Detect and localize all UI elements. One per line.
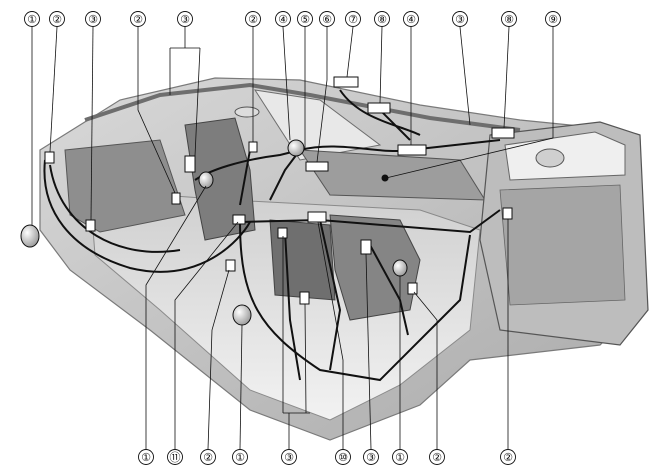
- sensor-rear-floor: [225, 259, 236, 272]
- windshield: [253, 89, 382, 161]
- svg-text:②: ②: [52, 13, 62, 26]
- svg-text:③: ③: [455, 13, 465, 26]
- sensor-rear-pillar: [44, 151, 55, 164]
- top-callout-7: ④: [275, 11, 291, 27]
- top-callout-10: ⑦: [345, 11, 361, 27]
- top-callout-8: ⑤: [297, 11, 313, 27]
- top-callout-11: ⑧: [374, 11, 390, 27]
- svg-text:③: ③: [366, 451, 376, 464]
- svg-text:②: ②: [432, 451, 442, 464]
- svg-text:①: ①: [235, 451, 245, 464]
- bottom-callout-1: ①: [138, 449, 154, 465]
- sensor-door-lower: [407, 282, 418, 295]
- sensor-seat-left: [171, 192, 181, 205]
- bottom-callout-4: ①: [232, 449, 248, 465]
- sensor-front-seat-right: [360, 239, 372, 255]
- top-callout-1: ①: [24, 11, 40, 27]
- svg-text:①: ①: [141, 451, 151, 464]
- svg-text:⑧: ⑧: [377, 13, 387, 26]
- top-callout-14: ⑧: [501, 11, 517, 27]
- bottom-callout-2: ⑪: [167, 449, 183, 465]
- svg-text:⑤: ⑤: [300, 13, 310, 26]
- svg-text:②: ②: [503, 451, 513, 464]
- vehicle-body: [39, 77, 649, 441]
- sensor-seat-front: [299, 291, 310, 305]
- bottom-callout-5: ③: [281, 449, 297, 465]
- airbag-module-front-seat: [198, 171, 214, 189]
- bottom-callout-8: ①: [392, 449, 408, 465]
- airbag-module-rear-left: [20, 224, 40, 248]
- svg-text:③: ③: [88, 13, 98, 26]
- sensor-roof-front: [248, 141, 258, 153]
- components: [20, 76, 515, 326]
- top-callout-5: ③: [177, 11, 193, 27]
- svg-text:④: ④: [406, 13, 416, 26]
- module-header-right: [491, 127, 515, 139]
- svg-text:①: ①: [27, 13, 37, 26]
- front-seat-left: [184, 117, 256, 241]
- svg-text:③: ③: [180, 13, 190, 26]
- top-callout-13: ③: [452, 11, 468, 27]
- svg-text:④: ④: [278, 13, 288, 26]
- top-callout-3: ③: [85, 11, 101, 27]
- bottom-callout-6: ⑩: [335, 449, 351, 465]
- door-window: [504, 131, 626, 181]
- rear-seat: [64, 139, 186, 233]
- control-unit-center: [307, 211, 327, 223]
- svg-text:⑩: ⑩: [338, 451, 348, 464]
- module-dash-center: [397, 144, 427, 156]
- door-panel: [499, 184, 626, 306]
- top-leader-lines: [31, 26, 554, 225]
- bottom-callout-7: ③: [363, 449, 379, 465]
- svg-text:③: ③: [284, 451, 294, 464]
- airbag-module-passenger: [287, 139, 305, 157]
- sensor-rear-left: [85, 219, 96, 232]
- bottom-callout-10: ②: [500, 449, 516, 465]
- bottom-callout-3: ②: [200, 449, 216, 465]
- sensor-dash-point: [381, 174, 389, 182]
- top-callouts: ① ② ③ ② ③ ② ④ ⑤ ⑥ ⑦ ⑧ ④ ③ ⑧ ⑨: [24, 11, 561, 27]
- wiring-harness: [43, 89, 501, 382]
- svg-text:②: ②: [203, 451, 213, 464]
- svg-text:⑨: ⑨: [548, 13, 558, 26]
- svg-text:②: ②: [248, 13, 258, 26]
- svg-text:②: ②: [133, 13, 143, 26]
- svg-text:⑧: ⑧: [504, 13, 514, 26]
- airbag-module-door: [392, 259, 408, 277]
- svg-text:①: ①: [395, 451, 405, 464]
- svg-text:⑦: ⑦: [348, 13, 358, 26]
- svg-text:⑥: ⑥: [322, 13, 332, 26]
- top-callout-12: ④: [403, 11, 419, 27]
- top-callout-4: ②: [130, 11, 146, 27]
- svg-text:⑪: ⑪: [170, 451, 181, 464]
- side-mirror: [535, 148, 565, 168]
- sensor-door-upper: [502, 207, 513, 220]
- module-console: [305, 161, 329, 172]
- module-header-left: [367, 102, 391, 114]
- top-callout-2: ②: [49, 11, 65, 27]
- bottom-callout-9: ②: [429, 449, 445, 465]
- sensor-b-pillar: [184, 155, 196, 173]
- top-callout-6: ②: [245, 11, 261, 27]
- rear-view-mirror: [234, 106, 260, 118]
- connector-floor-center: [277, 227, 288, 239]
- top-callout-15: ⑨: [545, 11, 561, 27]
- roof-rail: [84, 82, 521, 132]
- top-callout-9: ⑥: [319, 11, 335, 27]
- bottom-leader-lines: [145, 185, 509, 450]
- connector-floor-left: [232, 214, 246, 225]
- airbag-module-floor: [232, 304, 252, 326]
- bottom-callouts: ① ⑪ ② ① ③ ⑩ ③ ① ② ②: [138, 449, 516, 465]
- module-top-roof: [333, 76, 359, 88]
